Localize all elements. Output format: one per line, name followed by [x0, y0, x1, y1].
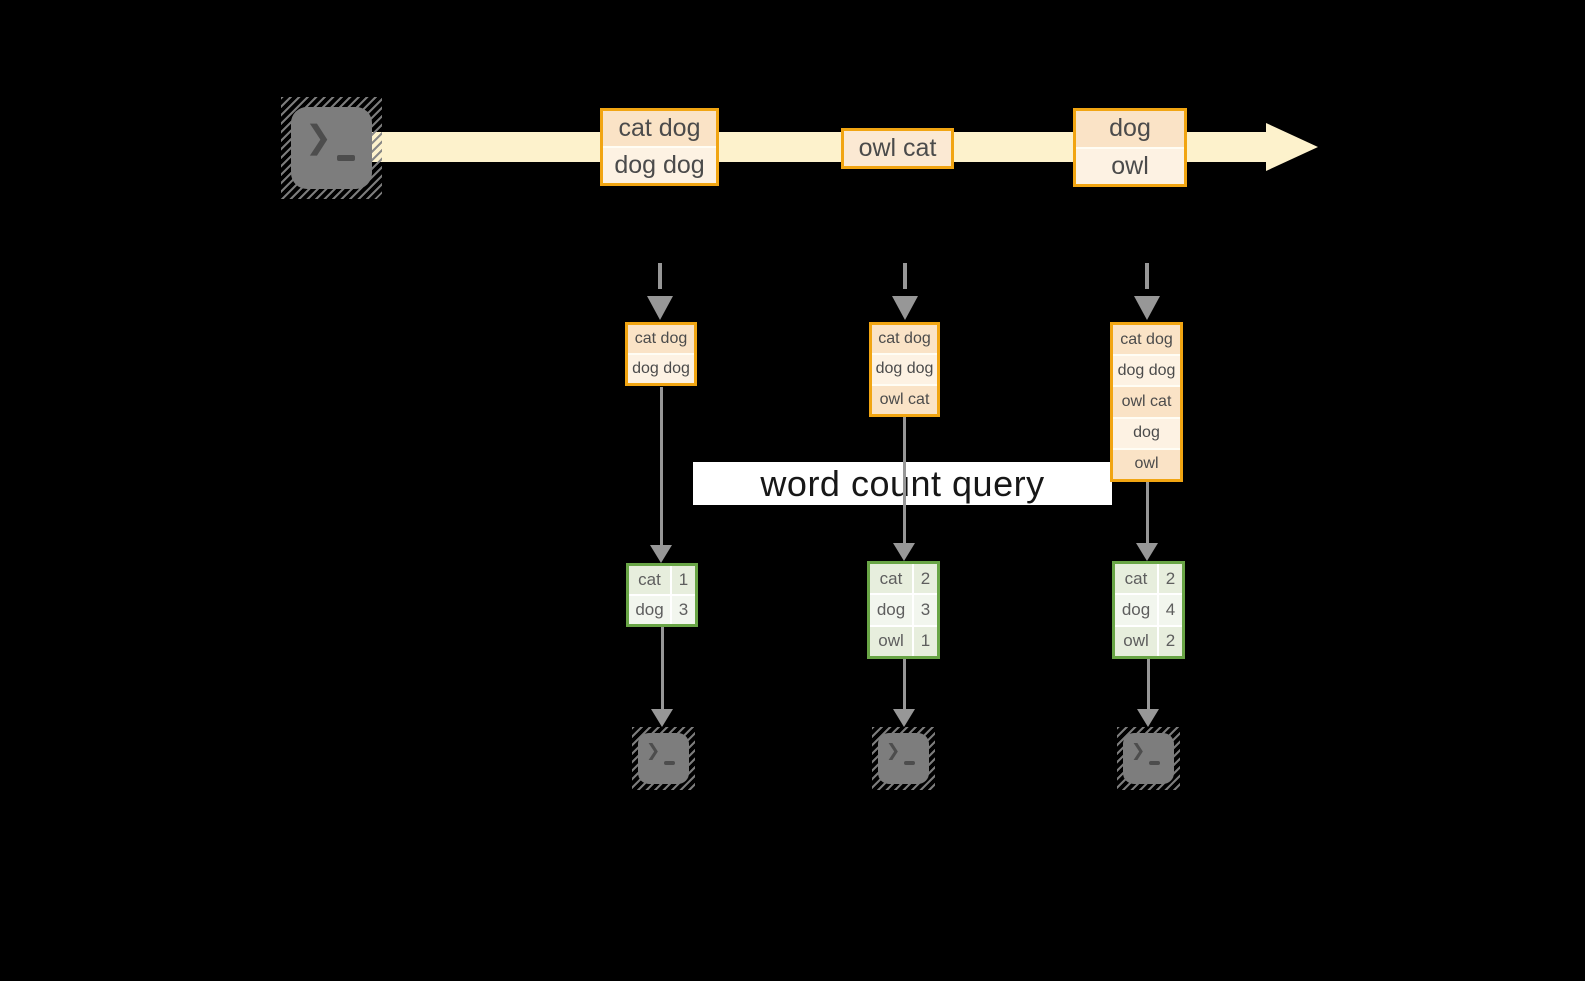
window-item: dog dog — [872, 355, 937, 384]
count-value-cell: 2 — [1159, 564, 1182, 594]
consumer-terminal-icon: ❯ — [632, 727, 695, 790]
terminal-cursor-icon — [337, 155, 355, 161]
count-word-cell: dog — [629, 596, 670, 624]
count-value-cell: 4 — [1159, 595, 1182, 625]
terminal-prompt-icon: ❯ — [1131, 741, 1146, 760]
window-box-2: cat dog dog dog owl cat — [869, 322, 940, 417]
terminal-prompt-icon: ❯ — [305, 119, 332, 155]
terminal-cursor-icon — [904, 761, 915, 765]
query-arrow — [660, 387, 663, 547]
terminal-prompt-icon: ❯ — [886, 741, 901, 760]
event-arrival-arrowhead-icon — [892, 296, 918, 320]
consumer-terminal-icon: ❯ — [1117, 727, 1180, 790]
count-value-cell: 2 — [914, 564, 937, 594]
event-arrival-arrow — [1145, 263, 1149, 289]
query-banner-label: word count query — [760, 462, 1045, 504]
consumer-terminal-icon: ❯ — [872, 727, 935, 790]
stream-event-line: cat dog — [603, 111, 716, 146]
count-word-cell: owl — [1115, 626, 1157, 656]
count-word-cell: dog — [870, 595, 912, 625]
result-arrow — [661, 627, 664, 711]
window-item: dog dog — [1113, 356, 1180, 386]
terminal-screen: ❯ — [291, 107, 372, 189]
terminal-cursor-icon — [664, 761, 675, 765]
event-arrival-arrow — [658, 263, 662, 289]
window-item: dog dog — [628, 355, 694, 383]
count-word-cell: cat — [870, 564, 912, 594]
window-item: dog — [1113, 418, 1180, 448]
window-item: owl cat — [1113, 387, 1180, 417]
stream-event-line: owl cat — [844, 131, 951, 166]
count-word-cell: owl — [870, 626, 912, 656]
stream-event-line: dog dog — [603, 148, 716, 183]
stream-event-box-2: owl cat — [841, 128, 954, 169]
count-value-cell: 3 — [914, 595, 937, 625]
event-arrival-arrowhead-icon — [1134, 296, 1160, 320]
terminal-screen: ❯ — [638, 733, 689, 784]
stream-event-line: owl — [1076, 148, 1184, 184]
query-arrow — [1146, 482, 1149, 545]
window-item: cat dog — [1113, 325, 1180, 355]
event-arrival-arrowhead-icon — [647, 296, 673, 320]
window-item: cat dog — [628, 325, 694, 353]
result-arrowhead-icon — [893, 709, 915, 727]
count-table-2: cat 2 dog 3 owl 1 — [867, 561, 940, 659]
window-box-1: cat dog dog dog — [625, 322, 697, 386]
query-arrow — [903, 417, 906, 545]
result-arrow — [903, 659, 906, 711]
source-terminal-icon: ❯ — [281, 97, 382, 199]
stream-event-box-1: cat dog dog dog — [600, 108, 719, 186]
terminal-screen: ❯ — [1123, 733, 1174, 784]
query-banner: word count query — [693, 462, 1112, 505]
event-arrival-arrow — [903, 263, 907, 289]
window-item: owl — [1113, 449, 1180, 480]
window-item: owl cat — [872, 385, 937, 414]
count-word-cell: cat — [629, 566, 670, 594]
terminal-prompt-icon: ❯ — [646, 741, 661, 760]
terminal-cursor-icon — [1149, 761, 1160, 765]
count-value-cell: 1 — [672, 566, 695, 594]
query-arrowhead-icon — [1136, 543, 1158, 561]
count-word-cell: dog — [1115, 595, 1157, 625]
result-arrow — [1147, 659, 1150, 711]
count-value-cell: 3 — [672, 596, 695, 624]
stream-arrowhead-icon — [1266, 123, 1318, 171]
stream-event-line: dog — [1076, 111, 1184, 147]
query-arrowhead-icon — [650, 545, 672, 563]
count-table-1: cat 1 dog 3 — [626, 563, 698, 627]
terminal-screen: ❯ — [878, 733, 929, 784]
count-table-3: cat 2 dog 4 owl 2 — [1112, 561, 1185, 659]
result-arrowhead-icon — [1137, 709, 1159, 727]
count-word-cell: cat — [1115, 564, 1157, 594]
query-arrowhead-icon — [893, 543, 915, 561]
window-box-3: cat dog dog dog owl cat dog owl — [1110, 322, 1183, 482]
window-item: cat dog — [872, 325, 937, 354]
count-value-cell: 2 — [1159, 626, 1182, 656]
stream-event-box-3: dog owl — [1073, 108, 1187, 187]
count-value-cell: 1 — [914, 626, 937, 656]
result-arrowhead-icon — [651, 709, 673, 727]
